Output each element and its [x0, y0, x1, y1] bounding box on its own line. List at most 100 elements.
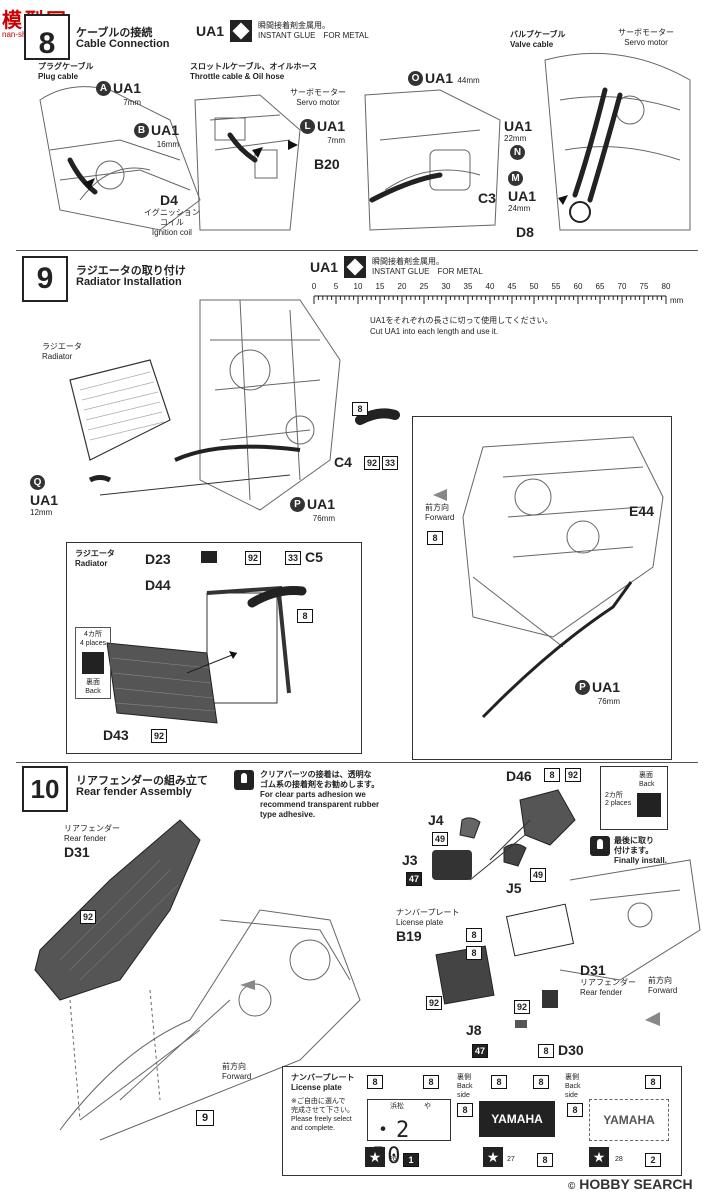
valve-cable-label: バルブケーブル Valve cable [510, 30, 566, 50]
inset-places-en: 4 places [79, 640, 107, 647]
step-10-title-jp: リアフェンダーの組み立て [76, 775, 208, 787]
inset-chip-8: 8 [297, 609, 313, 623]
servo-mid-en: Servo motor [296, 98, 340, 107]
circle-a-icon: A [96, 81, 111, 97]
places-jp: 2カ所 [605, 792, 623, 799]
a-len: 7mm [123, 98, 142, 107]
ruler-tick-label: 70 [617, 282, 627, 291]
step-8-number: 8 [24, 14, 70, 60]
step10-lights-illustration [432, 789, 701, 1028]
decal-26: 26 [389, 1156, 397, 1163]
chip-92: 92 [364, 456, 380, 470]
ignition-jp2: コイル [159, 218, 184, 227]
circle-q-icon: Q [30, 475, 45, 491]
adhesive-jp1: クリアパーツの接着は、透明な [260, 770, 372, 779]
part-b19: B19 [396, 928, 422, 944]
adhesive-jp2: ゴム系の接着剤をお勧めします。 [260, 780, 380, 789]
back-side2-jp: 裏側 [565, 1074, 579, 1081]
part-c4: C4 [334, 454, 352, 470]
logo-copy: © [568, 1181, 576, 1192]
step-8-title-jp: ケーブルの接続 [76, 27, 153, 39]
decal-28: 28 [615, 1156, 623, 1163]
glue-diamond-icon [230, 20, 253, 42]
throttle-en: Throttle cable & Oil hose [190, 72, 285, 81]
step8-illustrations [39, 52, 691, 231]
inset-places-jp: 4カ所 [84, 631, 102, 638]
radiator-label: ラジエータ Radiator [42, 342, 82, 362]
forward-left-jp: 前方向 [222, 1062, 246, 1071]
p-code: UA1 [307, 496, 336, 512]
chip-8: 8 [352, 402, 368, 416]
inset-chip-92b: 92 [151, 729, 167, 743]
valve-jp: バルブケーブル [510, 30, 566, 39]
glue-note-step8: UA1 瞬間接着剤金属用。 INSTANT GLUE FOR METAL [196, 20, 369, 42]
finally-en: Finally install. [614, 856, 667, 865]
plates-chip-8-bottom: 8 [537, 1153, 553, 1167]
chip-8-d30: 8 [538, 1044, 554, 1058]
glue9-en: INSTANT GLUE FOR METAL [372, 267, 483, 276]
part-j4: J4 [428, 812, 444, 828]
plates-note-jp2: 完成させて下さい。 [291, 1107, 354, 1114]
part-e44: E44 [629, 503, 654, 519]
chip-8-d46: 8 [544, 768, 560, 782]
plates-chip-0: 8 [367, 1075, 383, 1089]
back-side1-jp: 裏側 [457, 1074, 471, 1081]
rubber-glue-icon [234, 770, 254, 790]
throttle-label: スロットルケーブル、オイルホース Throttle cable & Oil ho… [190, 62, 317, 82]
glue9-jp: 瞬間接着剤金属用。 [372, 257, 445, 266]
inset-back-jp: 裏面 [86, 679, 100, 686]
glue-note-step9: UA1 瞬間接着剤金属用。 INSTANT GLUE FOR METAL [310, 256, 483, 278]
circle-p-icon: P [290, 497, 305, 513]
chip-33: 33 [382, 456, 398, 470]
ruler-tick-label: 15 [375, 282, 385, 291]
chip-92-d30: 92 [514, 1000, 530, 1014]
glue-code: UA1 [196, 23, 225, 39]
part-d43: D43 [103, 727, 129, 743]
forward-en: Forward [425, 513, 455, 522]
fender-jp: リアフェンダー [64, 824, 120, 833]
glue-jp: 瞬間接着剤金属用。 [258, 21, 331, 30]
ignition-jp1: イグニッション [144, 208, 200, 217]
decal-star-icon-3: ★ [589, 1147, 609, 1167]
hobby-search-logo: © HOBBY SEARCH [568, 1176, 693, 1192]
chip-92-b19: 92 [426, 996, 442, 1010]
plates-note-en1: Please freely select [291, 1116, 352, 1123]
cut-note-jp: UA1をそれぞれの長さに切って使用してください。 [370, 316, 553, 325]
throttle-jp: スロットルケーブル、オイルホース [190, 62, 318, 71]
chip-47-j8: 47 [472, 1044, 488, 1058]
step-10-digit: 10 [30, 773, 60, 804]
ruler-tick-label: 50 [529, 282, 539, 291]
part-j5: J5 [506, 880, 522, 896]
servo-mid-jp: サーボモーター [290, 88, 346, 97]
circle-l-icon: L [300, 119, 315, 135]
plates-chip-1-bottom: 1 [403, 1153, 419, 1167]
back-glue-icon [637, 793, 661, 817]
chip-92-d46: 92 [565, 768, 581, 782]
plates-back-side-2: 裏側 Back side [565, 1073, 581, 1100]
part-b20: B20 [314, 156, 340, 172]
ruler-tick-label: 30 [441, 282, 451, 291]
plug-cable-label: プラグケーブル Plug cable [38, 62, 94, 82]
rear-fender-label: リアフェンダー Rear fender D31 [64, 824, 120, 860]
q-len: 12mm [30, 508, 53, 517]
plates-title: ナンバープレート License plate ※ご自由に選んで 完成させて下さい… [291, 1073, 355, 1133]
plates-chip-1: 8 [423, 1075, 439, 1089]
ignition-en: Ignition coil [151, 228, 192, 237]
plates-back-side-1: 裏側 Back side [457, 1073, 473, 1100]
radiator-en: Radiator [42, 352, 73, 361]
circle-n-icon: N [510, 145, 525, 161]
inset-title-en: Radiator [75, 559, 108, 568]
inset-title-jp: ラジエータ [75, 549, 115, 558]
decal-27: 27 [507, 1156, 515, 1163]
q-code: UA1 [30, 492, 59, 508]
part-d31b: D31 [580, 962, 606, 978]
back-side2-en1: Back [565, 1083, 581, 1090]
n-len: 22mm [504, 134, 527, 143]
m-len: 24mm [508, 204, 531, 213]
